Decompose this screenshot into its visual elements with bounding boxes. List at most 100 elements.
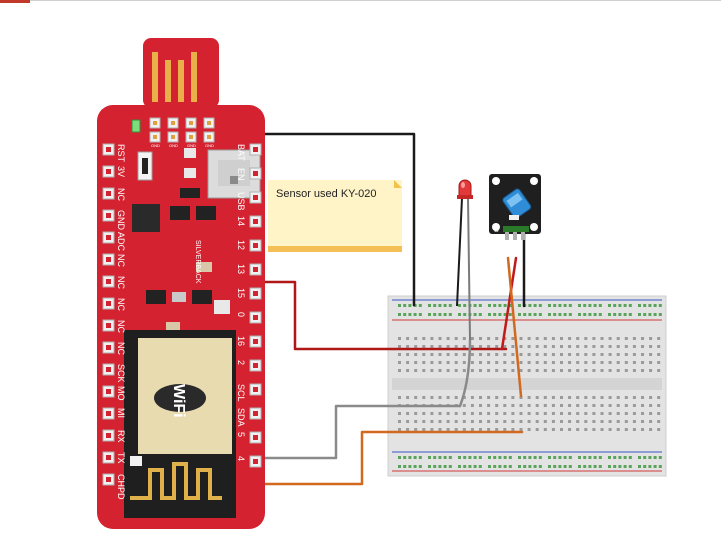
- breadboard: [387, 295, 667, 477]
- right-pin-hole: [253, 243, 258, 248]
- bb-hole: [576, 345, 580, 348]
- bb-hole: [527, 420, 531, 423]
- bb-rail-hole: [518, 313, 521, 316]
- bb-hole: [446, 412, 450, 415]
- left-pin-label: ADC: [116, 232, 126, 252]
- bb-hole: [430, 345, 434, 348]
- bb-rail-hole: [463, 456, 467, 459]
- bb-hole: [422, 428, 426, 431]
- usb-pin-hole: [153, 121, 157, 125]
- bb-hole: [430, 428, 434, 431]
- bb-hole: [487, 404, 491, 407]
- right-pin-hole: [253, 363, 258, 368]
- bb-hole: [657, 345, 661, 348]
- left-pin-label: GND: [116, 210, 126, 231]
- bb-rail-hole: [553, 304, 557, 307]
- bb-hole: [438, 337, 442, 340]
- bb-hole: [560, 337, 563, 340]
- bb-hole: [527, 337, 531, 340]
- bb-hole: [600, 428, 604, 431]
- bb-rail-hole: [578, 304, 581, 307]
- bb-hole: [503, 353, 507, 356]
- right-pin-label: SDA: [236, 408, 246, 427]
- bb-hole: [592, 361, 596, 364]
- bb-hole: [422, 396, 426, 399]
- bb-hole: [657, 396, 661, 399]
- bb-hole: [479, 369, 482, 372]
- bb-rail-hole: [538, 304, 542, 307]
- bb-rail-hole: [563, 456, 567, 459]
- bb-rail-hole: [428, 304, 431, 307]
- bb-hole: [430, 369, 434, 372]
- bb-rail-hole: [553, 465, 557, 468]
- bb-hole: [592, 412, 596, 415]
- bb-hole: [657, 337, 661, 340]
- bb-hole: [624, 369, 628, 372]
- bb-rail-hole: [608, 456, 611, 459]
- left-pin-hole: [106, 279, 111, 284]
- bb-hole: [479, 420, 482, 423]
- bb-hole: [584, 361, 588, 364]
- bb-hole: [616, 404, 620, 407]
- bb-hole: [584, 404, 588, 407]
- bb-rail-hole: [508, 465, 512, 468]
- bb-hole: [487, 428, 491, 431]
- bb-hole: [616, 428, 620, 431]
- bb-hole: [600, 396, 604, 399]
- bb-hole: [414, 369, 418, 372]
- right-pin-label: 14: [236, 216, 246, 226]
- left-pin-hole: [106, 367, 111, 372]
- bb-rail-hole: [583, 456, 587, 459]
- bb-hole: [551, 428, 555, 431]
- left-pin-label: NC: [116, 298, 126, 311]
- bb-rail-hole: [493, 456, 497, 459]
- bb-hole: [495, 428, 499, 431]
- bb-rail-hole: [548, 456, 551, 459]
- left-pin-hole: [106, 257, 111, 262]
- left-pin-label: CHPD: [116, 474, 126, 500]
- bb-hole: [535, 420, 539, 423]
- bb-hole: [608, 361, 612, 364]
- bb-rail-hole: [518, 465, 521, 468]
- bb-hole: [406, 428, 410, 431]
- bb-rail-hole: [398, 456, 401, 459]
- bb-rail-hole: [598, 456, 602, 459]
- bb-hole: [406, 361, 410, 364]
- bb-hole: [454, 420, 458, 423]
- bb-hole: [592, 369, 596, 372]
- note-text: Sensor used KY-020: [276, 188, 377, 200]
- right-pin-hole: [253, 435, 258, 440]
- bb-hole: [568, 420, 572, 423]
- accent-bar: [0, 0, 30, 3]
- bb-hole: [584, 345, 588, 348]
- bb-hole: [576, 353, 580, 356]
- tilt-sensor-ky020: S -: [489, 174, 541, 240]
- bb-hole: [398, 353, 401, 356]
- bb-hole: [641, 420, 644, 423]
- bb-hole: [568, 404, 572, 407]
- left-pin-label: MI: [116, 408, 126, 418]
- bb-hole: [519, 420, 523, 423]
- bb-hole: [616, 337, 620, 340]
- bb-hole: [616, 345, 620, 348]
- left-pin-hole: [106, 455, 111, 460]
- bb-hole: [600, 345, 604, 348]
- bb-hole: [527, 404, 531, 407]
- bb-hole: [462, 428, 466, 431]
- bb-rail-hole: [523, 456, 527, 459]
- bb-hole: [495, 361, 499, 364]
- right-pin-label: 15: [236, 288, 246, 298]
- bb-hole: [535, 353, 539, 356]
- bb-hole: [600, 337, 604, 340]
- bb-rail-hole: [428, 456, 431, 459]
- bb-hole: [649, 361, 653, 364]
- bb-hole: [632, 345, 636, 348]
- bb-hole: [503, 361, 507, 364]
- right-pin-hole: [253, 459, 258, 464]
- left-pin-label: NC: [116, 320, 126, 333]
- bb-hole: [422, 345, 426, 348]
- bb-rail-hole: [533, 304, 537, 307]
- bb-hole: [527, 369, 531, 372]
